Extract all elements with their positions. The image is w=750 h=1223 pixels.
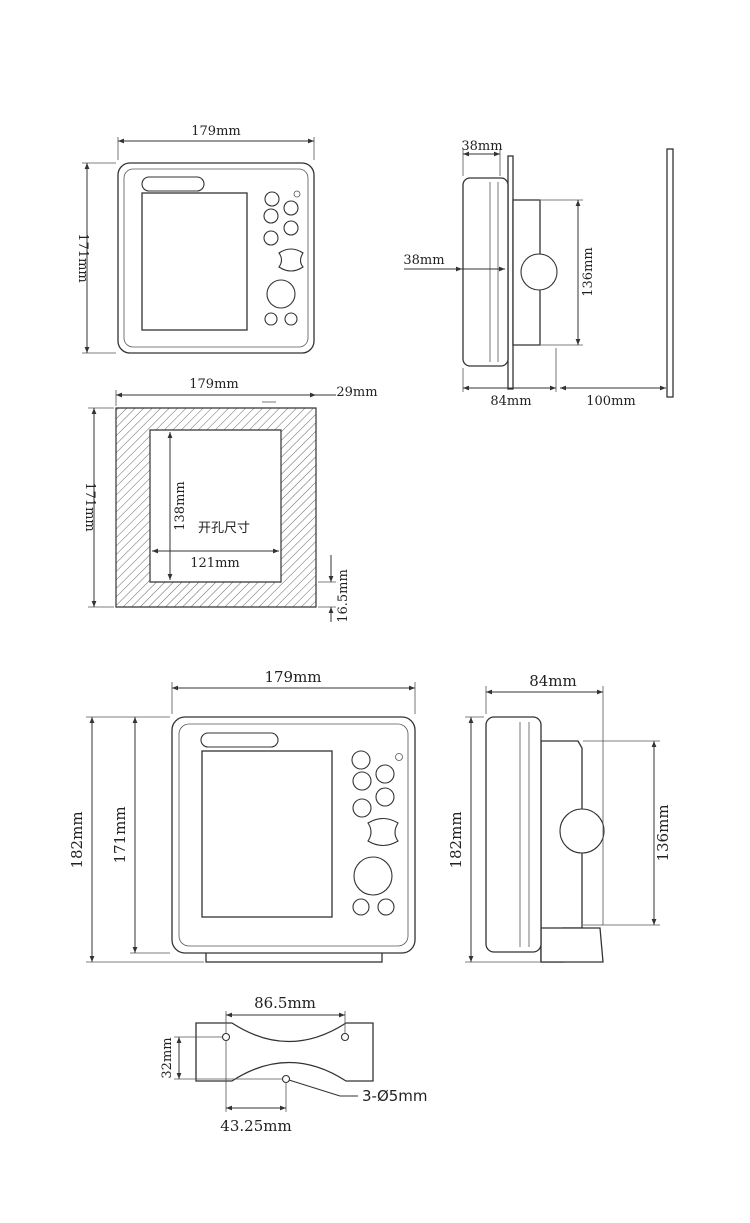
bracket-base-outline (195, 1022, 374, 1082)
cutout-width-label: 179mm (189, 377, 238, 392)
button-icon (263, 230, 279, 246)
bracket-base-plan: 86.5mm 32mm 43.25mm 3-Ø5mm (160, 994, 428, 1135)
side-view-bracket: 84mm 182mm 136mm (447, 672, 672, 963)
bracket-knob-icon (559, 808, 605, 854)
clearance-label: 100mm (586, 394, 635, 409)
button-icon (352, 771, 372, 791)
front-view-top: 179mm 171mm (75, 124, 315, 354)
button-icon (351, 750, 371, 770)
bracket-height-label: 136mm (581, 247, 596, 296)
led-icon (293, 190, 301, 198)
button-icon (375, 764, 395, 784)
rotary-knob-icon (266, 279, 296, 309)
button-icon (283, 220, 299, 236)
led-icon (395, 753, 403, 761)
depth-top-label: 38mm (461, 139, 502, 154)
hole-width-label: 121mm (190, 556, 239, 571)
cutout-view: 179mm 29mm 171mm 138mm 开孔尺寸 121mm 16.5mm (82, 377, 378, 623)
button-icon (263, 208, 279, 224)
button-icon (264, 312, 278, 326)
button-icon (264, 191, 280, 207)
height-label: 171mm (75, 233, 90, 282)
side-view-top: 38mm 38mm 136mm 84mm 100mm (403, 139, 674, 409)
device-body-side (485, 716, 542, 953)
panel-plate (507, 155, 514, 390)
height-label: 32mm (160, 1037, 175, 1078)
device-bezel (178, 723, 409, 947)
offset-label: 43.25mm (220, 1117, 291, 1135)
front-view-bracket: 179mm 182mm 171mm (68, 668, 416, 963)
border-label: 16.5mm (336, 569, 351, 623)
button-icon (352, 798, 372, 818)
mount-hole-icon (340, 1032, 350, 1042)
button-icon (284, 312, 298, 326)
holes-label: 3-Ø5mm (362, 1087, 428, 1105)
width-label: 179mm (191, 124, 240, 139)
body-height-label: 171mm (111, 806, 129, 863)
cutout-caption: 开孔尺寸 (198, 521, 250, 536)
depth-mid-label: 38mm (403, 253, 444, 268)
button-icon (352, 898, 370, 916)
screen (141, 192, 248, 331)
button-icon (377, 898, 395, 916)
brand-plate (141, 176, 205, 192)
wall-plate (666, 148, 674, 398)
brand-plate (200, 732, 279, 748)
total-height-label: 182mm (447, 811, 465, 868)
hole-spacing-label: 86.5mm (254, 994, 316, 1012)
bracket-foot (540, 927, 604, 963)
button-icon (375, 787, 395, 807)
bracket-height-label: 136mm (654, 804, 672, 861)
dpad-icon (367, 817, 399, 847)
button-icon (283, 200, 299, 216)
device-body-side (462, 177, 509, 367)
rotary-knob-icon (353, 856, 393, 896)
total-height-label: 182mm (68, 811, 86, 868)
cutout-frame (115, 407, 317, 608)
mount-hole-icon (221, 1032, 231, 1042)
body-depth-label: 84mm (490, 394, 531, 409)
screen (201, 750, 333, 918)
hole-height-label: 138mm (173, 481, 188, 530)
mount-hole-icon (281, 1074, 291, 1084)
device-bezel (123, 168, 309, 348)
cutout-height-label: 171mm (82, 482, 97, 531)
width-label: 179mm (264, 668, 321, 686)
bracket-knob-icon (520, 253, 558, 291)
dpad-icon (278, 248, 304, 272)
depth-label: 84mm (529, 672, 577, 690)
offset-label: 29mm (336, 385, 377, 400)
